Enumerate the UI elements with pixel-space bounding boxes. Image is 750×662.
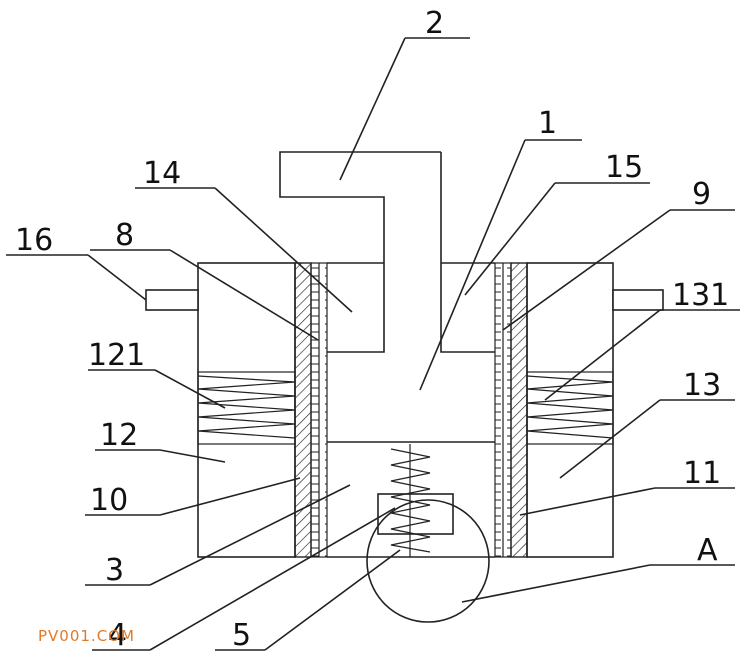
label-3: 3 [105,553,124,588]
left-housing [197,262,296,558]
leader-lines [6,37,740,651]
label-12: 12 [100,418,138,453]
label-8: 8 [115,218,134,253]
detail-circle-a [366,499,490,623]
label-a: A [697,533,718,568]
label-11: 11 [683,456,721,491]
right-spring [526,375,614,439]
watermark: PV001.COM [38,627,135,645]
label-9: 9 [692,177,711,212]
label-16: 16 [15,223,53,258]
left-hatched-wall [294,262,312,558]
right-housing [526,262,614,558]
label-14: 14 [143,156,181,191]
label-4: 4 [108,618,127,653]
left-rod [145,289,199,311]
right-rod [612,289,664,311]
label-13: 13 [683,368,721,403]
label-15: 15 [605,150,643,185]
label-121: 121 [88,338,145,373]
label-1: 1 [538,106,557,141]
label-2: 2 [425,6,444,41]
label-10: 10 [90,483,128,518]
lever-handle [279,151,495,353]
left-spring [197,375,296,439]
label-131: 131 [672,278,729,313]
label-5: 5 [232,618,251,653]
right-hatched-wall [510,262,528,558]
